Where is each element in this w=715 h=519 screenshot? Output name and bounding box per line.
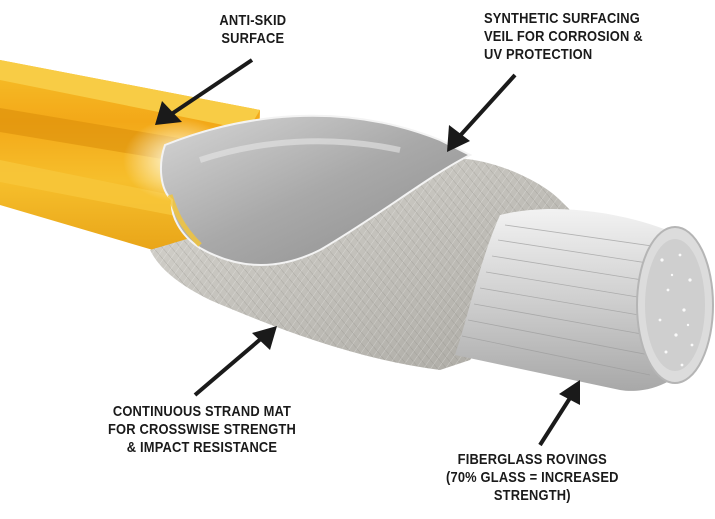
surfacing-veil-line-1: SYNTHETIC SURFACING (484, 10, 643, 28)
strand-mat-line-1: CONTINUOUS STRAND MAT (108, 403, 296, 421)
anti-skid-label: ANTI-SKID SURFACE (219, 12, 286, 48)
rovings-line-2: (70% GLASS = INCREASED (446, 469, 619, 487)
anti-skid-line-1: ANTI-SKID (219, 12, 286, 30)
surfacing-veil-line-3: UV PROTECTION (484, 46, 643, 64)
surfacing-veil-line-2: VEIL FOR CORROSION & (484, 28, 643, 46)
arrow-surfacing-veil (447, 75, 515, 152)
strand-mat-label: CONTINUOUS STRAND MAT FOR CROSSWISE STRE… (108, 403, 296, 457)
rovings-line-1: FIBERGLASS ROVINGS (446, 451, 619, 469)
arrow-rovings (540, 380, 580, 445)
strand-mat-line-2: FOR CROSSWISE STRENGTH (108, 421, 296, 439)
rovings-label: FIBERGLASS ROVINGS (70% GLASS = INCREASE… (446, 451, 619, 505)
arrow-strand-mat (195, 326, 277, 395)
fiberglass-rovings (455, 209, 713, 391)
surfacing-veil-label: SYNTHETIC SURFACING VEIL FOR CORROSION &… (484, 10, 643, 64)
strand-mat-line-3: & IMPACT RESISTANCE (108, 439, 296, 457)
anti-skid-line-2: SURFACE (219, 30, 286, 48)
rovings-line-3: STRENGTH) (446, 487, 619, 505)
